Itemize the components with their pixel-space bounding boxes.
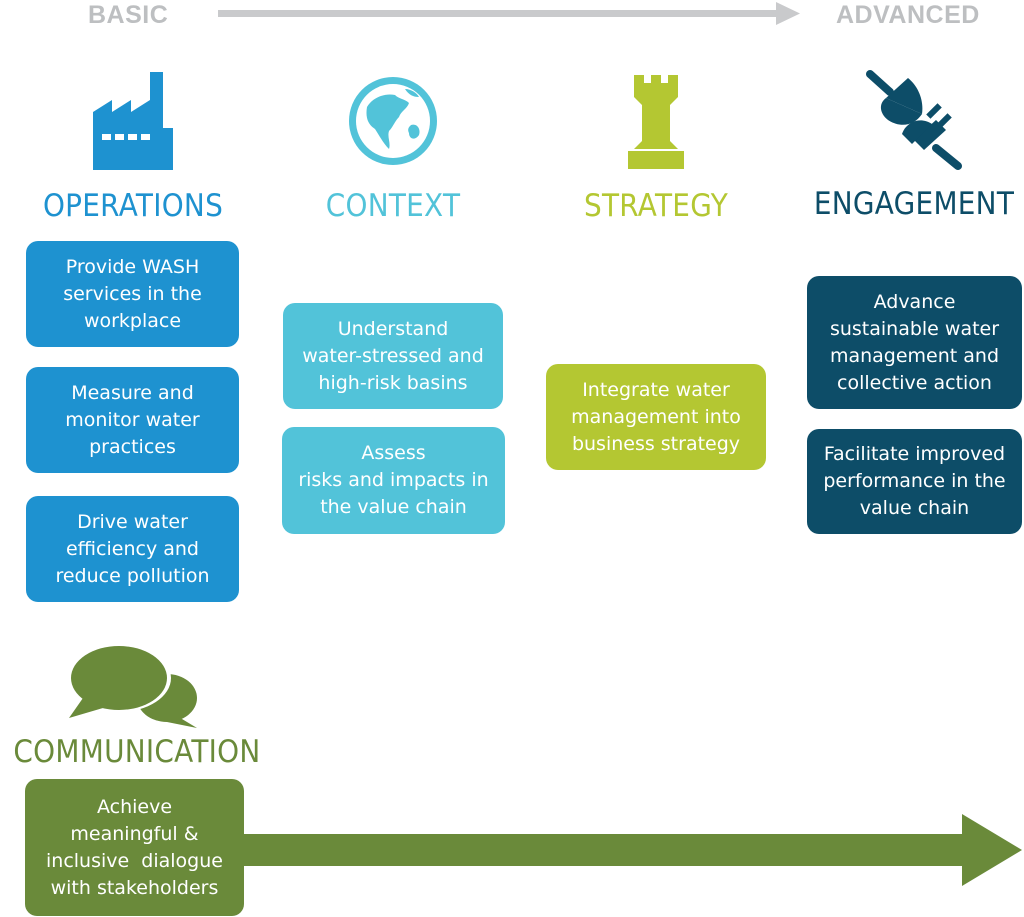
box-text-line: monitor water <box>65 408 200 431</box>
factory-icon <box>93 72 173 170</box>
box-text-line: value chain <box>859 497 970 519</box>
strategy-box-1: Integrate water management into business… <box>546 364 766 470</box>
box-text-line: Advance <box>873 290 956 313</box>
box-text-line: Integrate water <box>582 378 730 401</box>
box-text-line: performance in the <box>823 470 1006 492</box>
plug-icon <box>866 70 962 170</box>
column-title-strategy: STRATEGY <box>583 188 729 224</box>
column-title-operations: OPERATIONS <box>42 188 224 224</box>
box-text-line: Facilitate improved <box>823 443 1006 465</box>
operations-box-2: Measure and monitor water practices <box>26 367 239 473</box>
box-text-line: practices <box>89 435 176 458</box>
operations-box-1: Provide WASH services in the workplace <box>26 241 239 347</box>
chess-rook-icon <box>628 75 684 169</box>
context-box-2: Assess risks and impacts in the value ch… <box>282 427 505 534</box>
scale-arrow <box>218 2 800 25</box>
box-text-line: Provide WASH <box>65 255 200 278</box>
scale-end-label: ADVANCED <box>836 1 980 29</box>
box-text-line: services in the <box>63 282 202 305</box>
communication-box-1: Achieve meaningful & inclusive dialogue … <box>25 779 244 916</box>
box-text-line: Understand <box>337 317 449 340</box>
engagement-box-1: Advance sustainable water management and… <box>807 276 1022 409</box>
communication-title: COMMUNICATION <box>13 734 261 770</box>
box-text-line: inclusive dialogue <box>46 849 223 872</box>
box-text-line: the value chain <box>320 496 467 518</box>
box-text-line: Achieve <box>96 795 173 818</box>
box-text-line: reduce pollution <box>55 564 210 587</box>
box-text-line: with stakeholders <box>50 876 219 899</box>
engagement-box-2: Facilitate improved performance in the v… <box>807 429 1022 534</box>
box-text-line: collective action <box>837 371 992 394</box>
box-text-line: management and <box>829 344 1000 367</box>
context-box-1: Understand water-stressed and high-risk … <box>283 303 503 409</box>
box-text-line: management into <box>571 405 741 428</box>
box-text-line: Measure and <box>71 381 194 404</box>
column-title-engagement: ENGAGEMENT <box>813 186 1015 222</box>
operations-box-3: Drive water efficiency and reduce pollut… <box>26 496 239 602</box>
box-text-line: business strategy <box>571 432 741 455</box>
column-title-context: CONTEXT <box>325 188 461 224</box>
box-text-line: Assess <box>361 442 426 464</box>
communication-arrow <box>236 814 1022 886</box>
box-text-line: workplace <box>83 309 182 332</box>
box-text-line: water-stressed and <box>302 344 484 367</box>
box-text-line: Drive water <box>77 510 188 533</box>
speech-bubbles-icon <box>67 644 197 728</box>
box-text-line: efficiency and <box>65 537 199 560</box>
scale-start-label: BASIC <box>88 1 169 29</box>
box-text-line: high-risk basins <box>318 371 468 394</box>
box-text-line: sustainable water <box>829 317 1000 340</box>
box-text-line: risks and impacts in <box>298 469 489 491</box>
box-text-line: meaningful & <box>70 822 199 845</box>
globe-icon <box>349 77 437 165</box>
